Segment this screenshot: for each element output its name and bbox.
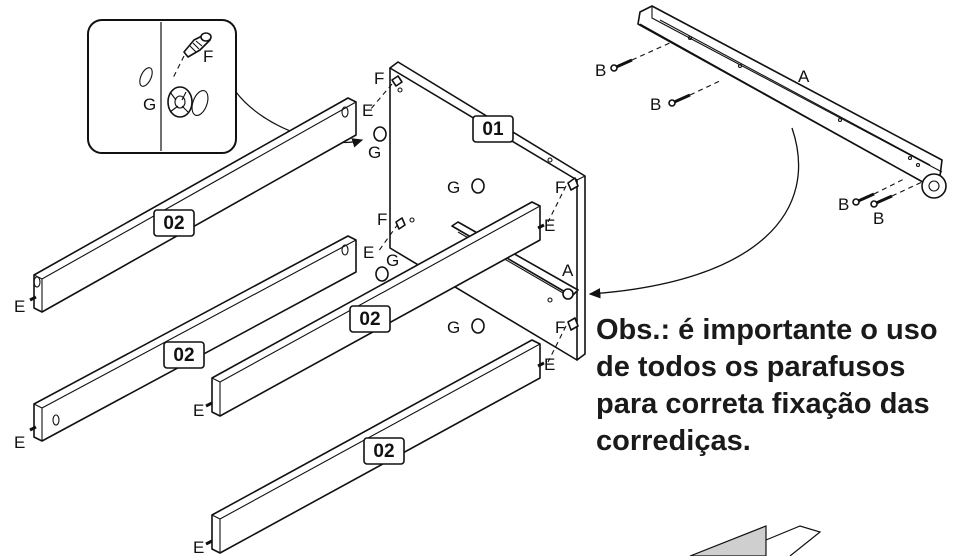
label-rail-bottom: 02 — [373, 441, 394, 462]
label-slide-a: A — [798, 67, 810, 86]
label-f-2: F — [555, 178, 565, 197]
rail-02-top: 02 — [29, 97, 357, 313]
label-b-1: B — [595, 61, 606, 80]
label-rail-front: 02 — [359, 309, 380, 330]
label-rail-middle: 02 — [173, 345, 194, 366]
label-g-1: G — [368, 143, 381, 162]
screws-b: B B B B — [595, 41, 923, 228]
label-panel-01: 01 — [482, 119, 504, 140]
cam-g-detail — [167, 86, 193, 118]
label-e-6: E — [14, 433, 25, 452]
side-panel-01: 01 — [389, 61, 586, 361]
label-f-1: F — [374, 69, 384, 88]
label-e-1: E — [362, 101, 373, 120]
label-b-4: B — [873, 209, 884, 228]
hole-detail — [139, 67, 153, 87]
label-g-2: G — [447, 178, 460, 197]
label-cam-g: G — [143, 95, 156, 114]
cam-g-upper — [471, 178, 485, 194]
cam-g-top-rail — [373, 126, 387, 142]
label-e-2: E — [544, 216, 555, 235]
label-bolt-f: F — [203, 47, 213, 66]
label-f-4: F — [555, 318, 565, 337]
label-e-8: E — [193, 538, 204, 556]
label-rail-top: 02 — [163, 213, 184, 234]
label-f-3: F — [377, 210, 387, 229]
label-slide-mounted: A — [562, 261, 574, 280]
detail-inset: F G — [87, 19, 237, 154]
next-step-partial — [689, 525, 822, 556]
cam-g-lower — [471, 318, 485, 334]
label-g-4: G — [447, 318, 460, 337]
label-g-3: G — [386, 251, 399, 270]
assembly-note: Obs.: é importante o uso de todos os par… — [596, 314, 938, 457]
panel-fittings — [369, 75, 579, 363]
fitting-labels: F E G G F E F E G G F E E E E E — [14, 69, 565, 556]
cam-g-mid-rail — [375, 266, 389, 282]
rail-02-bottom: 02 — [205, 339, 545, 554]
slide-placement-arrow — [588, 127, 800, 299]
label-e-5: E — [14, 297, 25, 316]
label-e-7: E — [193, 401, 204, 420]
label-e-3: E — [363, 243, 374, 262]
hole-detail — [191, 90, 209, 116]
bolt-f-detail — [183, 32, 212, 58]
rail-02-middle: 02 — [29, 235, 357, 442]
label-b-3: B — [838, 195, 849, 214]
rail-02-front: 02 — [205, 201, 545, 417]
drawer-slide-a: A — [637, 5, 947, 199]
label-e-4: E — [544, 355, 555, 374]
label-b-2: B — [650, 95, 661, 114]
